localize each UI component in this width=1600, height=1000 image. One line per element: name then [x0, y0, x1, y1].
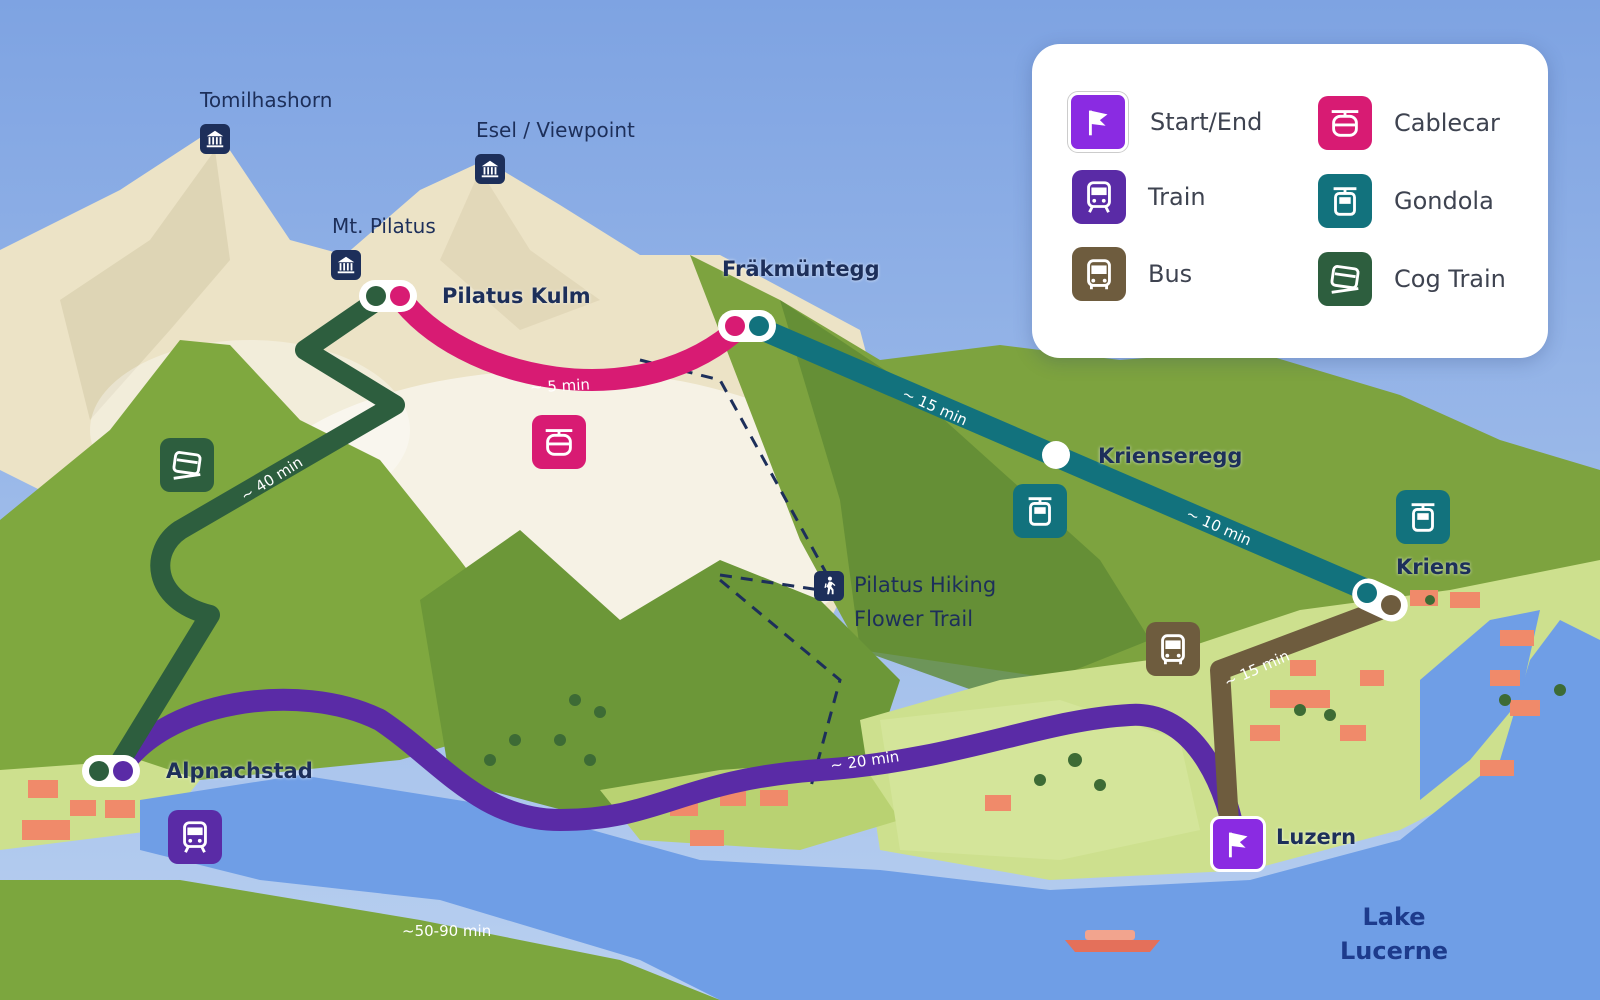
legend-item-cablecar: Cablecar [1318, 96, 1500, 150]
bus-icon [1146, 622, 1200, 676]
lake-inlet [1420, 610, 1540, 800]
gondola-icon [1318, 174, 1372, 228]
cablecar-icon [1318, 96, 1372, 150]
legend-item-train: Train [1072, 170, 1206, 224]
legend-item-bus: Bus [1072, 247, 1192, 301]
peak-label-tomilhashorn: Tomilhashorn [200, 88, 333, 112]
cog-train-icon [1318, 252, 1372, 306]
route-train [107, 688, 1246, 851]
trail-label: Pilatus Hiking Flower Trail [854, 568, 996, 636]
station-marker-frakmuntegg [718, 310, 776, 342]
lake-label-line2: Lucerne [1340, 937, 1449, 965]
landmark-icon [331, 250, 361, 280]
bus-icon [1072, 247, 1126, 301]
houses-kriens [1250, 590, 1540, 776]
lake-lucerne [140, 620, 1600, 1000]
hill-center [420, 530, 900, 820]
peak-label-esel: Esel / Viewpoint [476, 118, 635, 142]
station-marker-pilatus-kulm [359, 280, 417, 312]
legend-label-gondola: Gondola [1394, 187, 1494, 215]
ridge-right-dark [780, 300, 1150, 700]
station-marker-krienseregg [1042, 441, 1070, 469]
flag-icon [1068, 92, 1128, 152]
time-cablecar: ~ 5 min [529, 375, 591, 397]
foreground-hill [0, 880, 720, 1000]
lake-label: Lake Lucerne [1340, 900, 1448, 968]
train-icon [168, 810, 222, 864]
route-cogtrain [105, 285, 405, 780]
legend-label-cablecar: Cablecar [1394, 109, 1500, 137]
trail-label-line1: Pilatus Hiking [854, 573, 997, 597]
legend-label-bus: Bus [1148, 260, 1193, 288]
legend-item-cog-train: Cog Train [1318, 252, 1506, 306]
train-icon [1072, 170, 1126, 224]
station-label-frakmuntegg: Fräkmüntegg [722, 257, 880, 281]
station-label-krienseregg: Krienseregg [1098, 444, 1243, 468]
trail-label-line2: Flower Trail [854, 607, 974, 631]
legend-panel: Start/End Train Bus Cablecar Gondola Cog… [1032, 44, 1548, 358]
boat [1065, 930, 1160, 952]
trees [484, 595, 1566, 791]
mountain-shadow-2 [440, 170, 600, 330]
lowland-mid [600, 760, 900, 850]
station-label-luzern: Luzern [1276, 825, 1357, 849]
flag-icon [1210, 816, 1266, 872]
time-boat: ~50-90 min [402, 922, 492, 940]
legend-item-start-end: Start/End [1068, 92, 1262, 152]
route-gondola [741, 314, 1401, 611]
landmark-icon [475, 154, 505, 184]
station-marker-kriens [1352, 578, 1408, 622]
legend-label-train: Train [1148, 183, 1206, 211]
station-label-kriens: Kriens [1396, 555, 1472, 579]
cog-train-icon [160, 438, 214, 492]
station-label-pilatus-kulm: Pilatus Kulm [442, 284, 591, 308]
route-cablecar [387, 284, 753, 391]
hiker-icon [814, 571, 844, 601]
gondola-icon [1013, 484, 1067, 538]
mountain-shadow [60, 150, 230, 420]
legend-label-cog-train: Cog Train [1394, 265, 1506, 293]
houses-mid [670, 790, 1011, 846]
legend-label-start-end: Start/End [1150, 108, 1263, 136]
lake-label-line1: Lake [1362, 903, 1426, 931]
gondola-icon [1396, 490, 1450, 544]
station-label-alpnachstad: Alpnachstad [166, 759, 313, 783]
cablecar-icon [532, 415, 586, 469]
station-marker-alpnachstad [82, 755, 140, 787]
peak-label-mt-pilatus: Mt. Pilatus [332, 214, 436, 238]
route-bus [1210, 600, 1384, 841]
houses-alpnachstad [22, 780, 135, 840]
legend-item-gondola: Gondola [1318, 174, 1494, 228]
landmark-icon [200, 124, 230, 154]
